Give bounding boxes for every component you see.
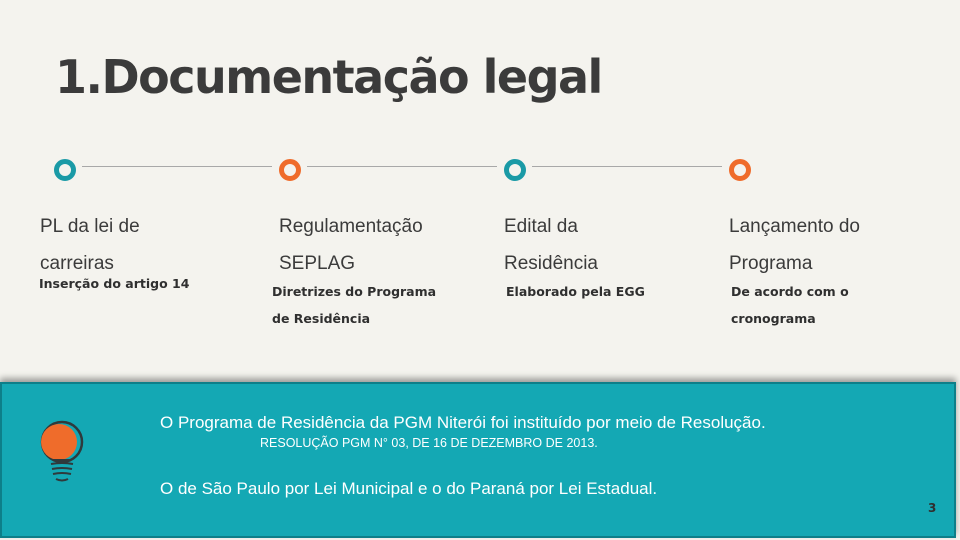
timeline-connector [82,166,272,167]
step-title: PL da lei de [40,216,140,237]
step-subtitle: Elaborado pela EGG [506,284,645,299]
timeline-dot-2 [279,159,301,181]
timeline-step-4: Lançamento do Programa De acordo com o c… [729,208,929,332]
step-subtitle: De acordo com o [731,284,849,299]
step-title: Residência [504,253,598,274]
info-banner [0,382,956,538]
timeline-dot-1 [54,159,76,181]
banner-text-other-states: O de São Paulo por Lei Municipal e o do … [160,479,658,498]
step-title: Edital da [504,216,578,237]
timeline-dot-3 [504,159,526,181]
timeline-step-1: PL da lei de carreiras Inserção do artig… [39,208,240,297]
step-title: SEPLAG [279,253,356,274]
banner-text-resolution: O Programa de Residência da PGM Niterói … [160,413,766,432]
step-subtitle: cronograma [731,311,816,326]
lightbulb-icon [40,420,84,482]
banner-text-reference: RESOLUÇÃO PGM N° 03, DE 16 DE DEZEMBRO D… [260,436,598,450]
timeline-connector [532,166,722,167]
step-title: Lançamento do [729,216,860,237]
step-title: Programa [729,253,813,274]
timeline [0,0,960,200]
page-number: 3 [928,501,937,515]
slide-title: 1.Documentação legal [55,50,603,104]
timeline-dot-4 [729,159,751,181]
step-title: carreiras [40,253,114,274]
timeline-step-2: Regulamentação SEPLAG Diretrizes do Prog… [272,208,479,332]
step-subtitle: de Residência [272,311,371,326]
step-title: Regulamentação [279,216,423,237]
timeline-step-3: Edital da Residência Elaborado pela EGG [504,208,704,305]
step-subtitle: Inserção do artigo 14 [39,276,190,291]
step-subtitle: Diretrizes do Programa [272,284,437,299]
timeline-connector [307,166,497,167]
